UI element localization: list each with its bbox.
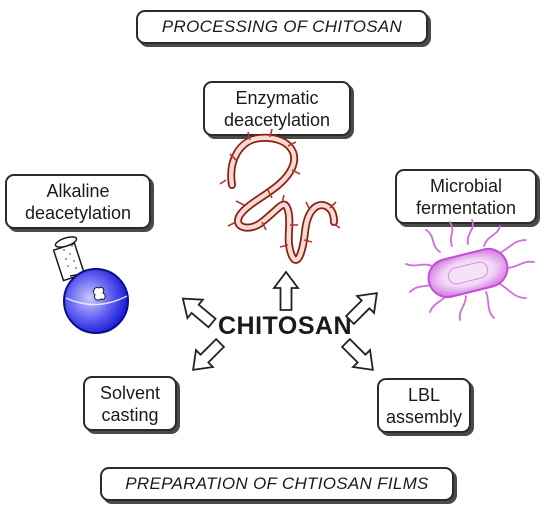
- enzyme-chain-icon: [219, 128, 341, 264]
- arrow-up-right: [344, 292, 378, 326]
- alkaline-label: Alkaline deacetylation: [24, 180, 132, 223]
- solvent-box: Solvent casting: [83, 376, 177, 431]
- alkaline-box: Alkaline deacetylation: [5, 174, 151, 229]
- enzymatic-label: Enzymatic deacetylation: [223, 87, 331, 130]
- processing-banner: PROCESSING OF CHITOSAN: [136, 10, 428, 44]
- arrow-down-right: [340, 337, 374, 371]
- arrow-up-left: [181, 297, 217, 329]
- enzymatic-box: Enzymatic deacetylation: [203, 81, 351, 136]
- bacterium-icon: [405, 219, 535, 321]
- processing-title: PROCESSING OF CHITOSAN: [161, 17, 403, 36]
- microbial-label: Microbial fermentation: [415, 175, 517, 218]
- lbl-box: LBL assembly: [377, 378, 471, 433]
- preparation-banner: PREPARATION OF CHTIOSAN FILMS: [100, 467, 454, 501]
- chitosan-center-label: CHITOSAN: [218, 312, 353, 340]
- microbial-box: Microbial fermentation: [395, 169, 537, 224]
- lbl-label: LBL assembly: [385, 384, 463, 427]
- arrow-up: [272, 270, 300, 311]
- preparation-title: PREPARATION OF CHTIOSAN FILMS: [125, 474, 429, 493]
- arrow-down-left: [192, 337, 226, 371]
- solvent-label: Solvent casting: [99, 382, 161, 425]
- round-bottom-flask-icon: [52, 236, 129, 334]
